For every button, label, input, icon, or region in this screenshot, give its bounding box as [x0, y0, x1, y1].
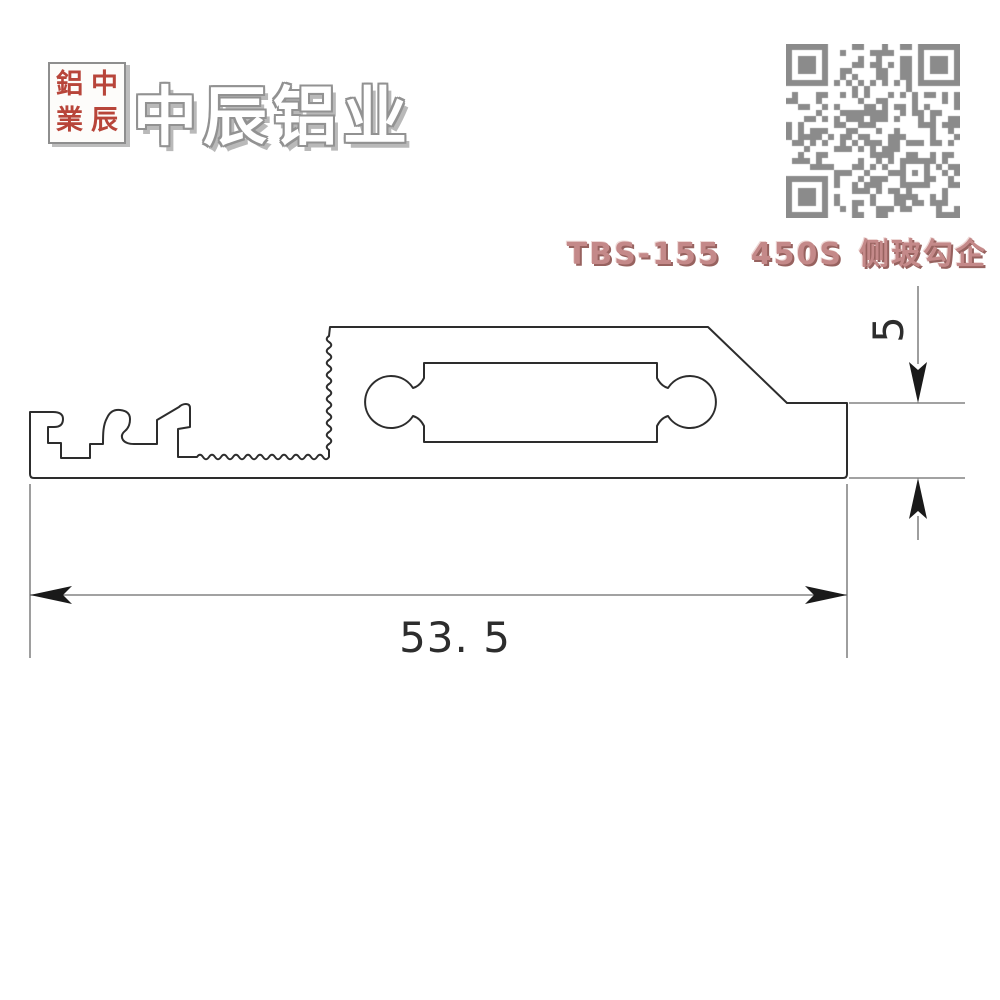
- product-code: TBS-155 450S 侧玻勾企: [567, 229, 987, 273]
- arrowhead-left-icon: [30, 586, 72, 604]
- seal-char: 中: [91, 69, 118, 101]
- profile-outline: [29, 326, 848, 479]
- arrowhead-up-icon: [909, 478, 927, 519]
- product-series: 450S: [750, 237, 843, 272]
- width-dimension-value: 53. 5: [399, 613, 511, 662]
- arrowhead-down-icon: [909, 362, 927, 403]
- company-seal-logo: 鋁 中 業 辰: [48, 62, 126, 144]
- seal-char: 業: [56, 105, 83, 137]
- qr-code: [786, 44, 960, 218]
- product-model: TBS-155: [566, 237, 721, 272]
- seal-char: 鋁: [56, 69, 83, 101]
- product-name: 侧玻勾企: [859, 237, 987, 272]
- company-name: 中辰铝业: [133, 81, 413, 155]
- thickness-dimension-value: 5: [864, 315, 913, 343]
- seal-char: 辰: [91, 105, 118, 137]
- profile-slot: [364, 362, 717, 443]
- arrowhead-right-icon: [805, 586, 847, 604]
